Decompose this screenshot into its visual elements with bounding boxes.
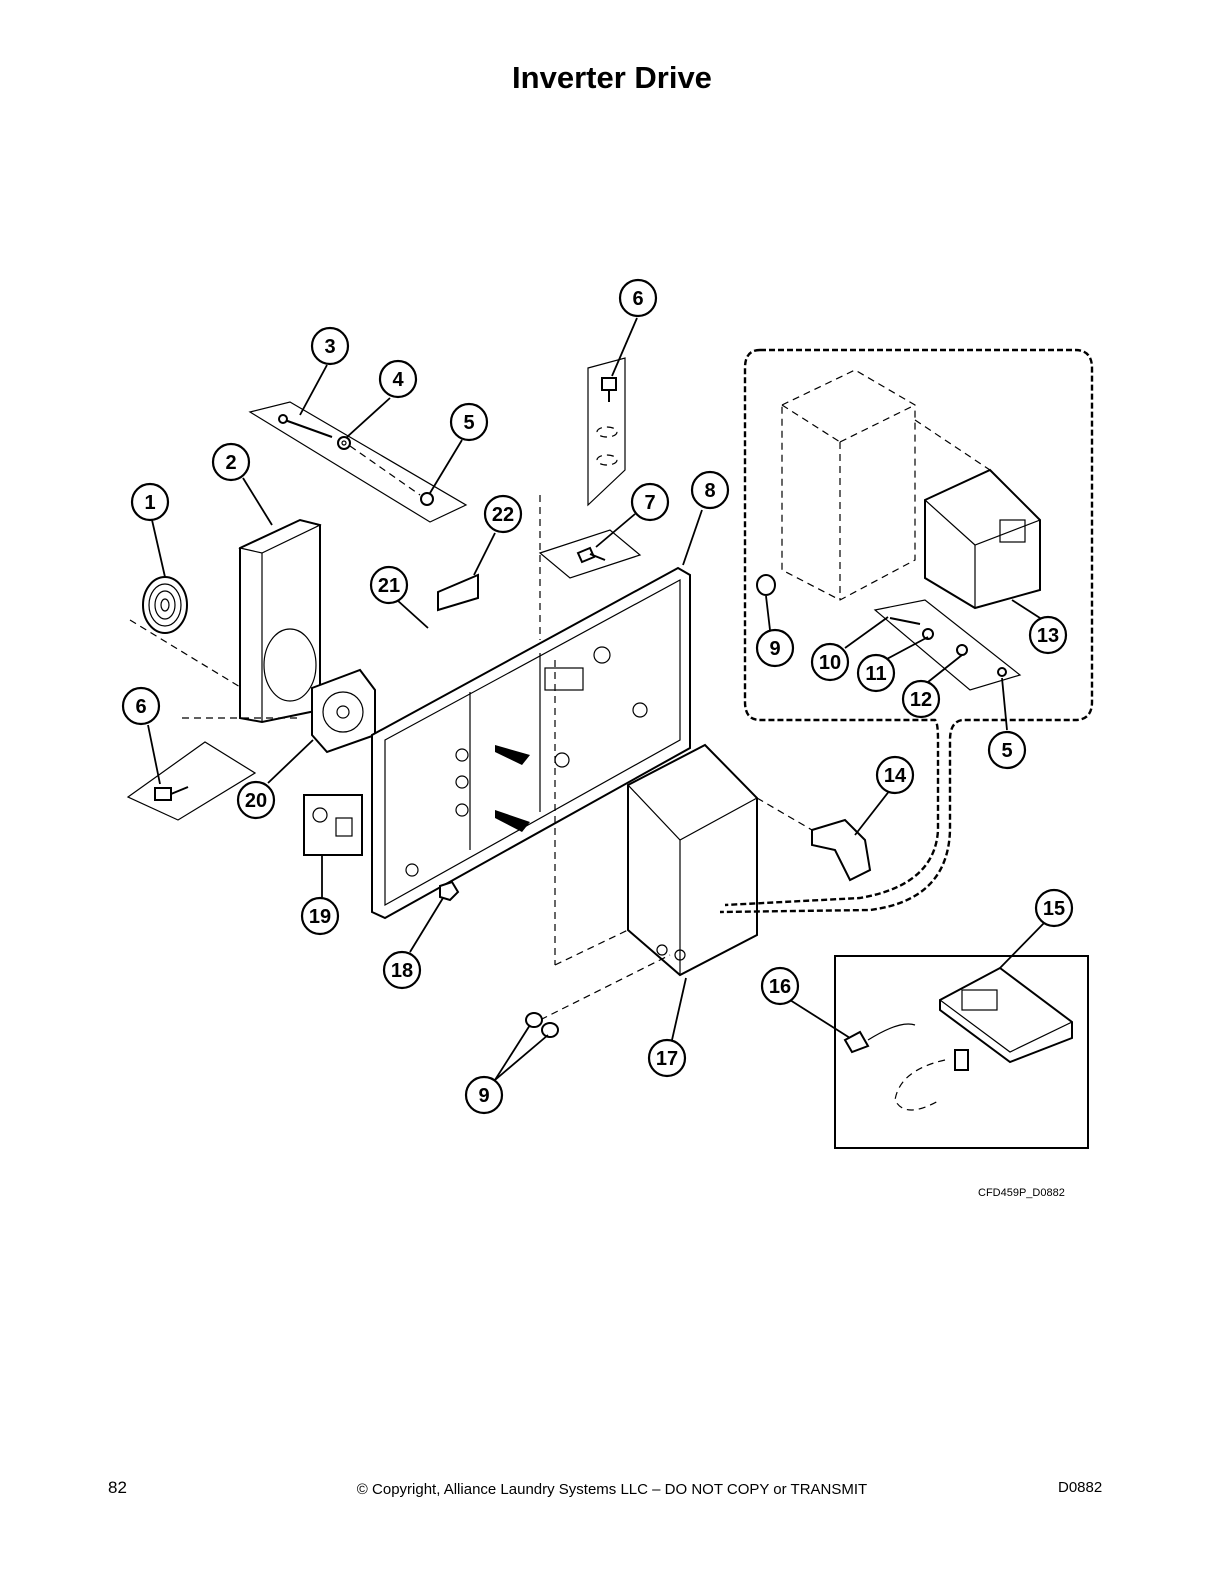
- inverter-drive-part: [914, 419, 1042, 610]
- svg-text:5: 5: [463, 412, 474, 434]
- callout-8: 8: [690, 470, 730, 510]
- callout-19: 19: [300, 896, 340, 936]
- callout-7: 7: [630, 482, 670, 522]
- callout-5-right: 5: [987, 730, 1027, 770]
- cable-connector-part: [843, 1030, 870, 1054]
- callout-leaders: [147, 317, 1046, 1081]
- svg-text:14: 14: [884, 765, 907, 787]
- callout-15: 15: [1034, 888, 1074, 928]
- svg-text:13: 13: [1037, 625, 1059, 647]
- connector-part: [303, 794, 363, 856]
- svg-text:3: 3: [324, 336, 335, 358]
- plug-part: [525, 1012, 543, 1028]
- label-part: [437, 573, 479, 612]
- long-screw-part: [281, 418, 333, 438]
- callout-2: 2: [211, 442, 251, 482]
- arrow-marker: [495, 745, 530, 765]
- nut-part: [420, 492, 434, 506]
- callout-16: 16: [760, 966, 800, 1006]
- svg-text:7: 7: [644, 492, 655, 514]
- page-number: 82: [108, 1478, 127, 1497]
- svg-text:4: 4: [392, 369, 404, 391]
- svg-text:16: 16: [769, 976, 791, 998]
- callout-22: 22: [483, 494, 523, 534]
- svg-text:22: 22: [492, 504, 514, 526]
- svg-text:21: 21: [378, 575, 400, 597]
- callout-9-bottom: 9: [464, 1075, 504, 1115]
- svg-text:12: 12: [910, 689, 932, 711]
- svg-text:20: 20: [245, 790, 267, 812]
- svg-text:9: 9: [478, 1085, 489, 1107]
- hardware-plane: [248, 401, 468, 523]
- washer-part: [337, 436, 351, 450]
- svg-text:19: 19: [309, 906, 331, 928]
- callout-20: 20: [236, 780, 276, 820]
- svg-text:9: 9: [769, 638, 780, 660]
- callout-21: 21: [369, 565, 409, 605]
- lower-fastener-group: [126, 717, 300, 821]
- page-title: Inverter Drive: [512, 60, 712, 95]
- svg-text:11: 11: [865, 663, 886, 685]
- callout-9-top: 9: [755, 628, 795, 668]
- svg-text:2: 2: [225, 452, 236, 474]
- callout-11: 11: [856, 653, 896, 693]
- plug-part: [541, 1022, 559, 1038]
- callout-5-top: 5: [449, 402, 489, 442]
- bolt-head-part: [601, 377, 617, 391]
- screw-hardware-group: [248, 401, 468, 523]
- arrow-marker: [495, 810, 530, 832]
- svg-text:17: 17: [656, 1048, 678, 1070]
- callout-6-left: 6: [121, 686, 161, 726]
- fan-shroud-part: [238, 518, 322, 724]
- callout-13: 13: [1028, 615, 1068, 655]
- top-fastener-group: [539, 357, 626, 640]
- callout-4: 4: [378, 359, 418, 399]
- svg-text:15: 15: [1043, 898, 1065, 920]
- callout-14: 14: [875, 755, 915, 795]
- callout-6-top: 6: [618, 278, 658, 318]
- plug-part: [756, 574, 776, 596]
- copyright-notice: © Copyright, Alliance Laundry Systems LL…: [356, 1481, 868, 1498]
- document-code: D0882: [1058, 1479, 1103, 1496]
- callout-12: 12: [901, 679, 941, 719]
- fan-guard-part: [129, 576, 246, 691]
- hex-nut-part: [439, 880, 460, 902]
- callout-18: 18: [382, 950, 422, 990]
- keypad-assembly: [834, 955, 1089, 1149]
- inverter-housing-part: [781, 369, 916, 601]
- svg-text:1: 1: [144, 492, 155, 514]
- callout-1: 1: [130, 482, 170, 522]
- cooling-fan-part: [311, 668, 376, 754]
- callout-10: 10: [810, 642, 850, 682]
- svg-text:8: 8: [704, 480, 715, 502]
- svg-text:10: 10: [819, 652, 841, 674]
- item7-group: [538, 529, 642, 579]
- svg-text:6: 6: [135, 696, 146, 718]
- top-fastener-plane: [587, 357, 626, 507]
- inverter-region-outline: [719, 348, 1094, 914]
- mounting-panel-part: [371, 566, 691, 920]
- drive-hardware-group: [873, 599, 1022, 691]
- elbow-fitting-part: [756, 797, 872, 882]
- callout-3: 3: [310, 326, 350, 366]
- svg-text:18: 18: [391, 960, 413, 982]
- svg-text:6: 6: [632, 288, 643, 310]
- callout-17: 17: [647, 1038, 687, 1078]
- svg-text:5: 5: [1001, 740, 1012, 762]
- diagram-reference-code: CFD459P_D0882: [978, 1187, 1065, 1199]
